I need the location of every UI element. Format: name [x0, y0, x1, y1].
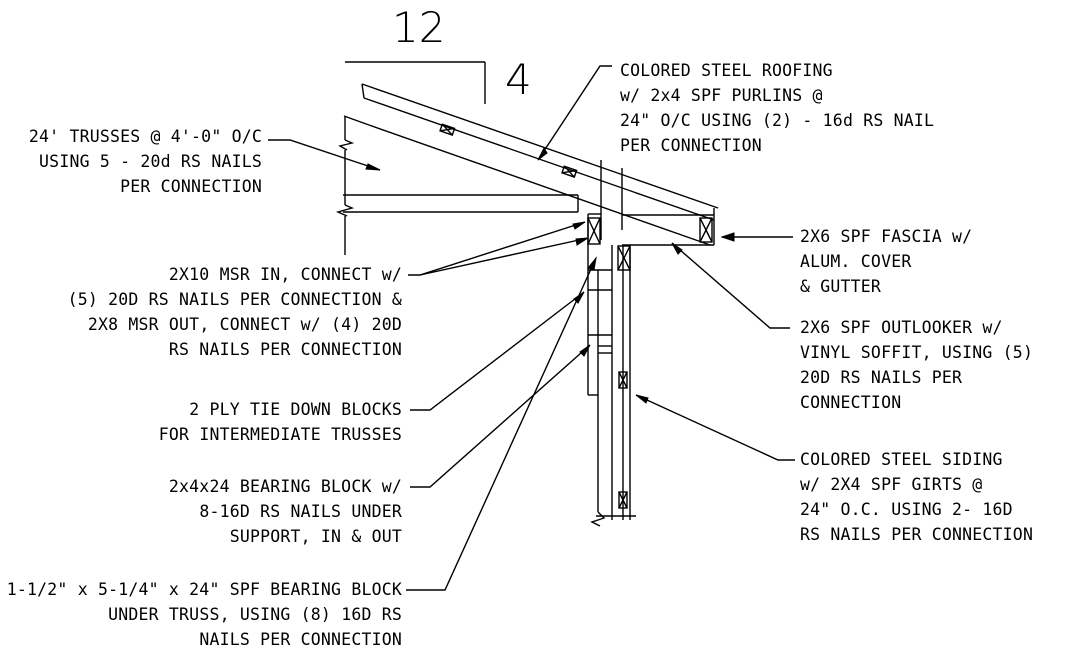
note-line: PER CONNECTION: [620, 136, 762, 155]
girts: [618, 371, 628, 509]
outlooker: [622, 214, 714, 246]
msr-blocks: [587, 217, 631, 271]
note-line: 2X10 MSR IN, CONNECT w/: [168, 265, 402, 284]
note-line: RS NAILS PER CONNECTION: [800, 525, 1034, 544]
note-line: 1-1/2" x 5-1/4" x 24" SPF BEARING BLOCK: [6, 580, 402, 599]
leader-lines: [268, 65, 795, 591]
note-line: FOR INTERMEDIATE TRUSSES: [158, 425, 402, 444]
leader-arrowheads: [365, 146, 735, 404]
note-roofing: COLORED STEEL ROOFING w/ 2x4 SPF PURLINS…: [620, 58, 934, 158]
note-line: USING 5 - 20d RS NAILS: [39, 152, 262, 171]
pitch-indicator: [345, 61, 486, 104]
note-line: 24" O.C. USING 2- 16D: [800, 500, 1013, 519]
note-line: & GUTTER: [800, 277, 882, 296]
note-line: 24" O/C USING (2) - 16d RS NAIL: [620, 111, 935, 130]
note-line: COLORED STEEL SIDING: [800, 450, 1003, 469]
note-line: ALUM. COVER: [800, 252, 912, 271]
note-line: 2X6 SPF FASCIA w/: [800, 227, 973, 246]
note-line: UNDER TRUSS, USING (8) 16D RS: [108, 605, 402, 624]
note-line: 2X8 MSR OUT, CONNECT w/ (4) 20D: [87, 315, 402, 334]
note-line: CONNECTION: [800, 393, 902, 412]
note-line: 8-16D RS NAILS UNDER: [199, 502, 402, 521]
note-line: 2x4x24 BEARING BLOCK w/: [168, 477, 402, 496]
post-column: [587, 245, 636, 527]
note-msr: 2X10 MSR IN, CONNECT w/ (5) 20D RS NAILS…: [68, 262, 402, 362]
note-line: 24' TRUSSES @ 4'-0" O/C: [28, 127, 262, 146]
note-line: NAILS PER CONNECTION: [199, 630, 402, 649]
note-tie-down-blocks: 2 PLY TIE DOWN BLOCKS FOR INTERMEDIATE T…: [159, 397, 402, 447]
purlins: [439, 123, 578, 178]
note-line: RS NAILS PER CONNECTION: [168, 340, 402, 359]
note-line: PER CONNECTION: [120, 177, 262, 196]
note-line: 2 PLY TIE DOWN BLOCKS: [189, 400, 402, 419]
note-line: w/ 2X4 SPF GIRTS @: [800, 475, 983, 494]
note-line: w/ 2x4 SPF PURLINS @: [620, 86, 823, 105]
note-outlooker: 2X6 SPF OUTLOOKER w/ VINYL SOFFIT, USING…: [800, 315, 1033, 415]
note-line: (5) 20D RS NAILS PER CONNECTION &: [67, 290, 402, 309]
note-line: 2X6 SPF OUTLOOKER w/: [800, 318, 1003, 337]
note-trusses: 24' TRUSSES @ 4'-0" O/C USING 5 - 20d RS…: [29, 124, 262, 199]
note-siding: COLORED STEEL SIDING w/ 2X4 SPF GIRTS @ …: [800, 447, 1033, 547]
note-line: 20D RS NAILS PER: [800, 368, 963, 387]
note-bearing-block: 2x4x24 BEARING BLOCK w/ 8-16D RS NAILS U…: [169, 474, 402, 549]
note-line: SUPPORT, IN & OUT: [229, 527, 402, 546]
note-fascia: 2X6 SPF FASCIA w/ ALUM. COVER & GUTTER: [800, 224, 972, 299]
note-line: VINYL SOFFIT, USING (5): [800, 343, 1034, 362]
note-spf-bearing-block: 1-1/2" x 5-1/4" x 24" SPF BEARING BLOCK …: [7, 577, 402, 652]
pitch-run-label: 12: [392, 3, 446, 52]
note-line: COLORED STEEL ROOFING: [620, 61, 833, 80]
pitch-rise-label: 4: [505, 55, 532, 104]
truss-bottom-chord: [335, 116, 579, 255]
